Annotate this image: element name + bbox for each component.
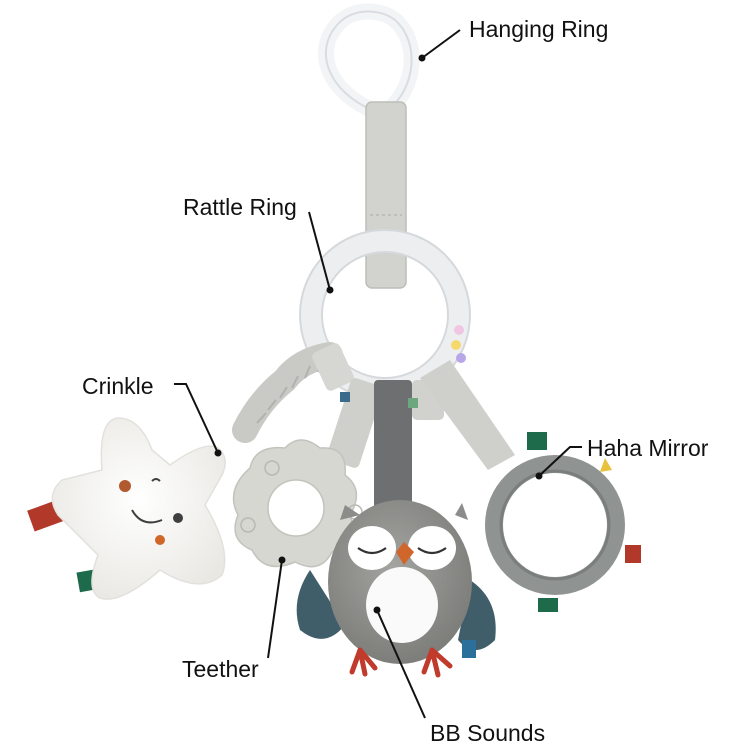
main-strap [365,101,407,289]
hanging-ring [317,3,420,118]
leader-crinkle [174,383,219,454]
leader-bb-sounds [376,609,426,719]
crinkle-strap [232,342,354,443]
leader-rattle-ring [308,211,331,291]
label-teether: Teether [182,656,259,682]
haha-mirror [485,432,641,612]
label-crinkle: Crinkle [82,373,154,399]
label-bb-sounds: BB Sounds [430,720,546,746]
leader-dots [214,54,543,614]
leader-haha-mirror [538,446,582,477]
leader-hanging-ring [421,29,461,59]
leader-teether [267,559,283,659]
ribbon-straps [326,360,515,510]
owl-toy [296,500,496,678]
label-haha-mirror: Haha Mirror [587,435,709,461]
leader-lines [174,29,582,719]
crinkle-star [27,417,226,600]
label-rattle-ring: Rattle Ring [183,194,297,220]
label-hanging-ring: Hanging Ring [469,16,609,42]
teether-flower [232,439,363,568]
